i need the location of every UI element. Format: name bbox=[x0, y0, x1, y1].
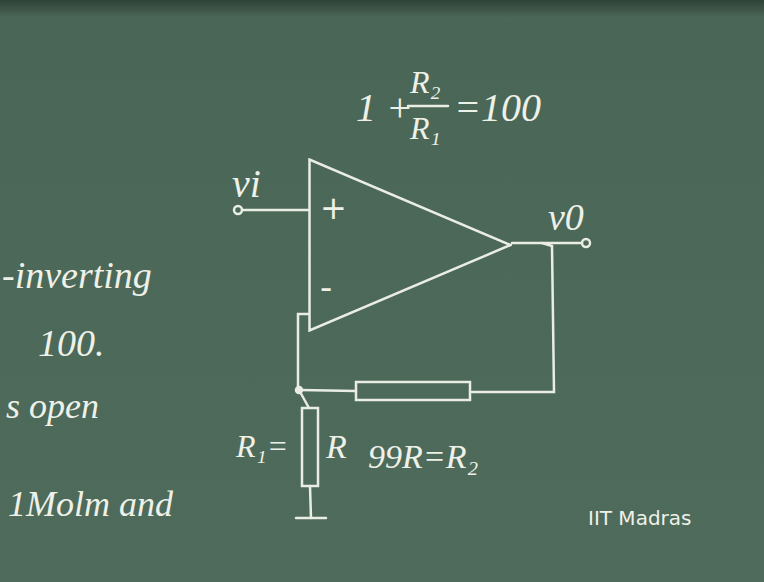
note-text: -inverting bbox=[2, 256, 152, 294]
opamp-triangle: +- bbox=[308, 158, 512, 332]
signal-name: v0 bbox=[548, 198, 584, 236]
note-text: 1Molm and bbox=[8, 486, 173, 522]
note-text: s open bbox=[6, 388, 99, 424]
opamp-outline bbox=[308, 158, 512, 332]
formula-numerator: R₂ bbox=[410, 66, 441, 98]
watermark: IIT Madras bbox=[588, 508, 691, 528]
component-label: R₁= bbox=[236, 430, 288, 462]
note-text: 100. bbox=[38, 324, 105, 362]
input-sign: - bbox=[320, 270, 332, 304]
formula-text: 1 + bbox=[356, 88, 413, 128]
input-sign: + bbox=[320, 192, 347, 224]
signal-name: vi bbox=[232, 164, 261, 204]
component-label: 99R=R₂ bbox=[368, 440, 478, 474]
component-label: R bbox=[326, 430, 347, 464]
formula-denominator: R₁ bbox=[410, 112, 441, 144]
formula-text: =100 bbox=[454, 88, 541, 128]
